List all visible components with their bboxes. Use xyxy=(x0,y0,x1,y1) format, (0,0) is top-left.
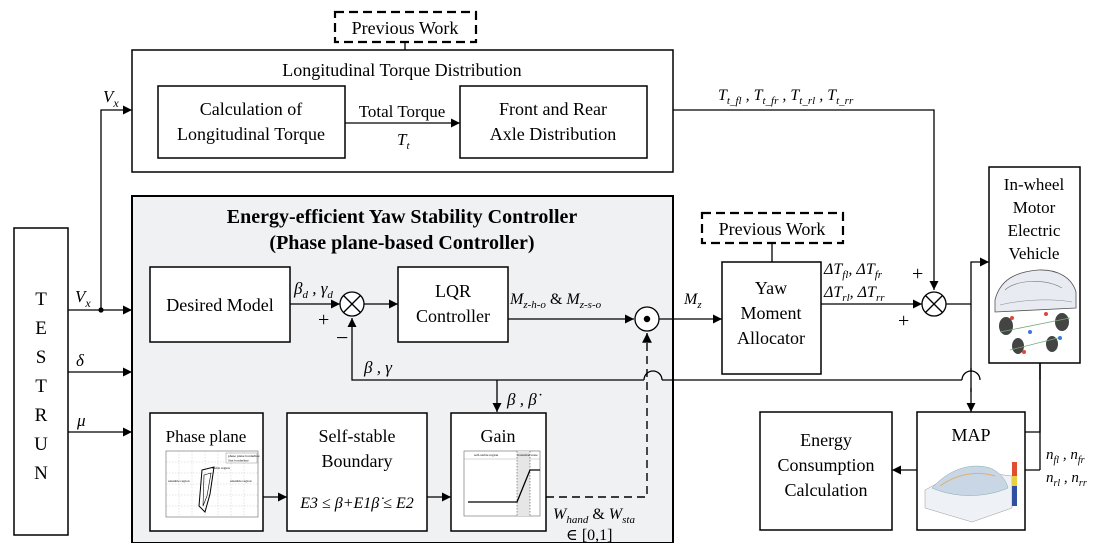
yaw-title-line1: Energy-efficient Yaw Stability Controlle… xyxy=(227,206,578,228)
beta-gamma-d-label: βd , γd xyxy=(293,279,333,301)
previous-work-mid-label: Previous Work xyxy=(719,219,826,239)
calc-torque-box xyxy=(157,85,346,159)
gain-mini-label2: transition zone xyxy=(517,453,538,457)
wheel-torques-label: Tt_fl , Tt_fr , Tt_rl , Tt_rr xyxy=(718,87,854,107)
vehicle-line4: Vehicle xyxy=(1009,244,1060,263)
gain-label: Gain xyxy=(481,426,516,446)
energy-box xyxy=(759,411,893,531)
w-dashed-path xyxy=(546,333,652,498)
gain-mini-plot: self-stable region transition zone xyxy=(463,450,541,517)
longitudinal-title: Longitudinal Torque Distribution xyxy=(282,60,521,80)
delta-t-front-label: ΔTfl, ΔTfr xyxy=(823,261,883,281)
beta-betadot-label: β , β̇ xyxy=(506,390,542,409)
plus-sign-2: + xyxy=(912,263,923,285)
vehicle-line2: Motor xyxy=(1013,198,1056,217)
w-label: Whand & Wsta xyxy=(553,506,635,526)
plus-sign-1: + xyxy=(318,309,329,331)
axle-line1: Front and Rear xyxy=(499,99,607,119)
gain-mini-label1: self-stable region xyxy=(474,453,498,457)
mz-label: Mz xyxy=(683,291,702,311)
beta-gamma-feedback-label: β , γ xyxy=(363,358,393,377)
yaw-allocator-box xyxy=(721,261,822,375)
desired-model-label: Desired Model xyxy=(166,295,273,315)
yaw-title-line2: (Phase plane-based Controller) xyxy=(269,232,534,254)
minus-sign-1: − xyxy=(336,325,348,350)
allocator-line1: Yaw xyxy=(755,278,787,298)
total-torque-label: Total Torque xyxy=(359,102,446,121)
multiplier-node xyxy=(634,306,660,332)
testrun-letter-s: S xyxy=(36,347,47,368)
testrun-block xyxy=(13,227,69,536)
vx-top-label: Vx xyxy=(103,87,119,110)
phase-plane-label: Phase plane xyxy=(166,427,247,446)
n-rear-label: nrl , nrr xyxy=(1046,470,1087,489)
testrun-letter-t2: T xyxy=(35,376,47,397)
testrun-letter-n: N xyxy=(34,463,48,484)
summing-junction-2 xyxy=(921,291,947,317)
lqr-controller-box xyxy=(397,266,509,343)
testrun-letter-e: E xyxy=(35,318,47,339)
axle-line2: Axle Distribution xyxy=(490,124,617,144)
w-range-label: ∈ [0,1] xyxy=(566,527,613,543)
phase-stable: stable region xyxy=(212,466,230,470)
vx-junction-dot xyxy=(98,307,104,313)
n-front-label: nfl , nfr xyxy=(1046,447,1085,466)
vx-mid-label: Vx xyxy=(75,287,91,310)
tt-label: Tt xyxy=(397,130,410,152)
phase-legend1: phase plane borderline xyxy=(228,454,260,458)
vehicle-line1: In-wheel xyxy=(1004,175,1065,194)
feedback-lines xyxy=(347,318,971,412)
self-stable-box xyxy=(286,412,428,532)
energy-line3: Calculation xyxy=(785,480,868,500)
allocator-line3: Allocator xyxy=(737,328,805,348)
testrun-letter-t1: T xyxy=(35,289,47,310)
mu-label: μ xyxy=(76,411,86,430)
input-lines xyxy=(68,105,132,437)
map-label: MAP xyxy=(951,425,990,445)
axle-distribution-box xyxy=(459,85,648,159)
calc-torque-line1: Calculation of xyxy=(200,99,302,119)
delta-label: δ xyxy=(76,351,85,370)
testrun-letter-u: U xyxy=(34,434,48,455)
vehicle-line3: Electric xyxy=(1008,221,1061,240)
testrun-letter-r: R xyxy=(35,405,48,426)
vehicle-illustration xyxy=(994,269,1077,354)
mz-combo-label: Mz-h-o & Mz-s-o xyxy=(509,291,602,311)
phase-unstable-left: unstable region xyxy=(168,479,190,483)
summing-junction-1 xyxy=(339,291,365,317)
stability-inequality: E3 ≤ β+E1β̇ ≤ E2 xyxy=(299,495,414,512)
energy-line1: Energy xyxy=(800,430,852,450)
lqr-line2: Controller xyxy=(416,306,490,326)
lqr-line1: LQR xyxy=(435,281,471,301)
calc-torque-line2: Longitudinal Torque xyxy=(177,124,325,144)
self-stable-line1: Self-stable xyxy=(319,426,396,446)
plus-sign-3: + xyxy=(898,310,909,332)
phase-plane-mini-plot: phase plane borderline Stat borderline u… xyxy=(165,450,260,518)
allocator-line2: Moment xyxy=(741,303,802,323)
phase-unstable-right: unstable region xyxy=(230,479,252,483)
delta-t-rear-label: ΔTrl, ΔTrr xyxy=(823,284,885,304)
self-stable-line2: Boundary xyxy=(322,451,393,471)
energy-line2: Consumption xyxy=(777,455,874,475)
phase-legend2: Stat borderline xyxy=(228,459,249,463)
previous-work-top-label: Previous Work xyxy=(352,18,459,38)
map-surface-illustration xyxy=(924,462,1017,523)
testrun-letters: T E S T R U N xyxy=(34,289,48,484)
